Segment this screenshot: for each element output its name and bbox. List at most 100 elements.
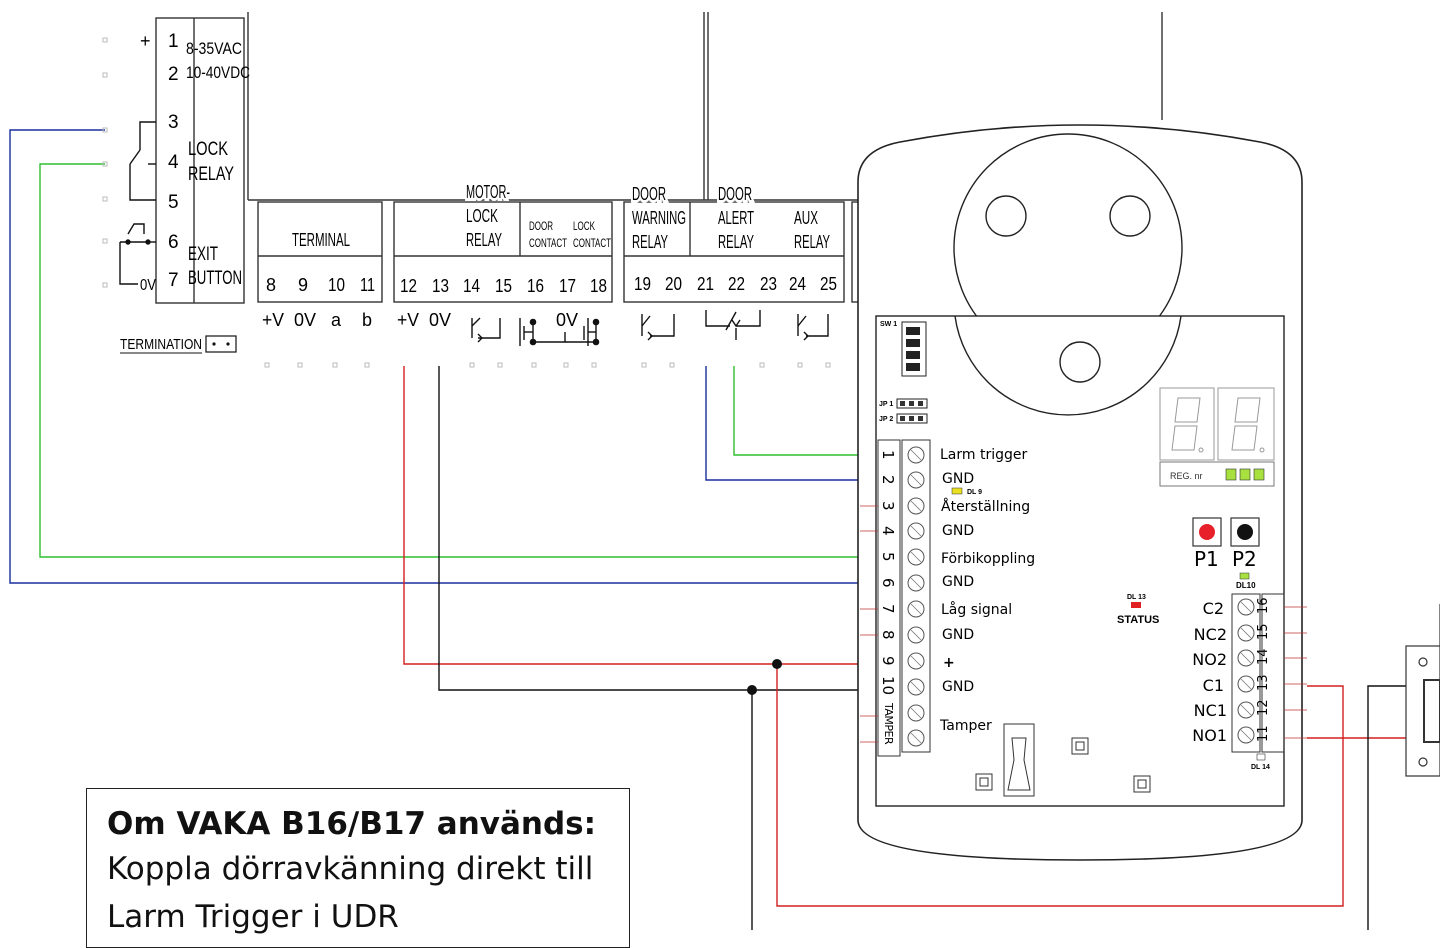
lock-contact-label-1: LOCK	[573, 219, 595, 233]
label-nc2: NC2	[1194, 625, 1227, 644]
sw1-label: SW 1	[880, 321, 897, 328]
junction-red	[772, 659, 782, 669]
terminal-number: 8	[266, 275, 276, 295]
p2-button[interactable]	[1237, 524, 1253, 540]
label-no1: NO1	[1192, 726, 1227, 745]
p1-button[interactable]	[1199, 524, 1215, 540]
exit-button-label-2: BUTTON	[188, 268, 242, 289]
dl14-led	[1256, 753, 1266, 761]
terminal-number: 24	[789, 274, 806, 294]
dl10-label: DL10	[1236, 581, 1256, 590]
dl9-led	[951, 487, 963, 495]
label-gnd-4: GND	[942, 523, 974, 539]
reg-nr-label: REG. nr	[1170, 471, 1203, 481]
wire-black-lock-2	[1367, 685, 1408, 930]
jp2-label: JP 2	[879, 416, 893, 423]
udr-term-1: 1	[879, 450, 897, 460]
mount-hole-left	[985, 195, 1027, 237]
terminal-number: 22	[728, 274, 745, 294]
wires	[9, 129, 1408, 930]
door-alert-label-1: DOOR	[718, 184, 752, 204]
jumpers	[896, 398, 928, 424]
label-gnd-10: GND	[942, 679, 974, 695]
relay-symbols	[471, 310, 829, 346]
label-c1: C1	[1203, 676, 1224, 695]
sub-label-0v-2: 0V	[429, 310, 451, 330]
terminal-number: 13	[432, 276, 449, 296]
terminal-1-label: 1	[168, 31, 179, 52]
controller-frame	[155, 12, 1163, 304]
udr-term-14: 14	[1256, 648, 1271, 665]
udr-term-9: 9	[879, 656, 897, 666]
sub-label-plus-v: +V	[262, 310, 284, 330]
udr-board	[875, 315, 1285, 807]
wire-green-lock-relay	[39, 163, 862, 558]
dl14-label: DL 14	[1251, 764, 1270, 771]
lock-relay-symbol	[129, 121, 156, 201]
terminal-number: 21	[697, 274, 714, 294]
door-warning-label-3: RELAY	[632, 232, 668, 252]
udr-right-stubs	[1284, 606, 1307, 739]
terminal-blocks	[257, 201, 861, 303]
terminal-number: 10	[328, 275, 345, 295]
udr-term-8: 8	[879, 630, 897, 640]
reg-indicators	[1225, 468, 1265, 481]
junction-black	[747, 685, 757, 695]
lock-contact-label-2: CONTACT	[573, 236, 611, 250]
terminal-number: 17	[559, 276, 576, 296]
motor-lock-label-2: LOCK	[466, 206, 498, 226]
wire-green-door-alert	[733, 366, 862, 456]
p1-label: P1	[1194, 547, 1219, 571]
vdc-label: 10-40VDC	[186, 63, 250, 82]
udr-term-4: 4	[879, 526, 897, 536]
sub-label-a: a	[331, 310, 342, 330]
vac-label: 8-35VAC	[186, 39, 242, 58]
terminal-6-label: 6	[168, 232, 179, 253]
status-led	[1131, 602, 1141, 608]
dl9-label: DL 9	[967, 489, 982, 496]
label-gnd-8: GND	[942, 627, 974, 643]
wire-blue-lock-relay	[9, 129, 862, 584]
label-c2: C2	[1203, 599, 1224, 618]
seven-segment-display	[1159, 387, 1275, 487]
terminal-7-label: 7	[168, 270, 179, 291]
wire-red-c1	[776, 664, 1344, 907]
aux-relay-label-1: AUX	[794, 208, 818, 228]
udr-term-3: 3	[879, 501, 897, 511]
door-contact-label-1: DOOR	[529, 219, 553, 233]
left-terminal-dots	[102, 37, 108, 288]
dl10-led	[1239, 572, 1250, 580]
udr-left-screw-slots	[910, 449, 922, 744]
label-gnd-2: GND	[942, 471, 974, 487]
aux-relay-label-2: RELAY	[794, 232, 830, 252]
label-forbikoppling: Förbikoppling	[941, 551, 1035, 567]
sub-label-0v-3: 0V	[556, 310, 578, 330]
label-plus: +	[943, 655, 955, 671]
termination-jumper	[205, 335, 237, 353]
label-nc1: NC1	[1194, 701, 1227, 720]
label-gnd-6: GND	[942, 574, 974, 590]
exit-0v-label: 0V	[140, 277, 156, 294]
udr-tamper-vertical: TAMPER	[882, 702, 895, 745]
sub-label-b: b	[362, 310, 372, 330]
terminal-number: 15	[495, 276, 512, 296]
terminal-2-label: 2	[168, 64, 179, 85]
wire-black-gnd	[438, 366, 862, 691]
sub-label-plus-v-2: +V	[397, 310, 419, 330]
status-label: STATUS	[1117, 614, 1159, 626]
door-alert-label-3: RELAY	[718, 232, 754, 252]
terminal-4-label: 4	[168, 152, 179, 173]
mount-hole-right	[1109, 195, 1151, 237]
terminal-number: 23	[760, 274, 777, 294]
wire-red-plus	[403, 366, 862, 665]
terminal-3-label: 3	[168, 112, 179, 133]
usage-note-box: Om VAKA B16/B17 används: Koppla dörravkä…	[86, 788, 630, 948]
udr-term-16: 16	[1256, 597, 1271, 614]
usage-note-line-1: Koppla dörravkänning direkt till	[107, 851, 594, 887]
label-aterstallning: Återställning	[941, 498, 1030, 515]
terminal-number: 12	[400, 276, 417, 296]
p2-label: P2	[1232, 547, 1257, 571]
terminal-number: 16	[527, 276, 544, 296]
udr-right-terminal-strip	[1231, 593, 1285, 753]
motor-lock-label-3: RELAY	[466, 230, 502, 250]
